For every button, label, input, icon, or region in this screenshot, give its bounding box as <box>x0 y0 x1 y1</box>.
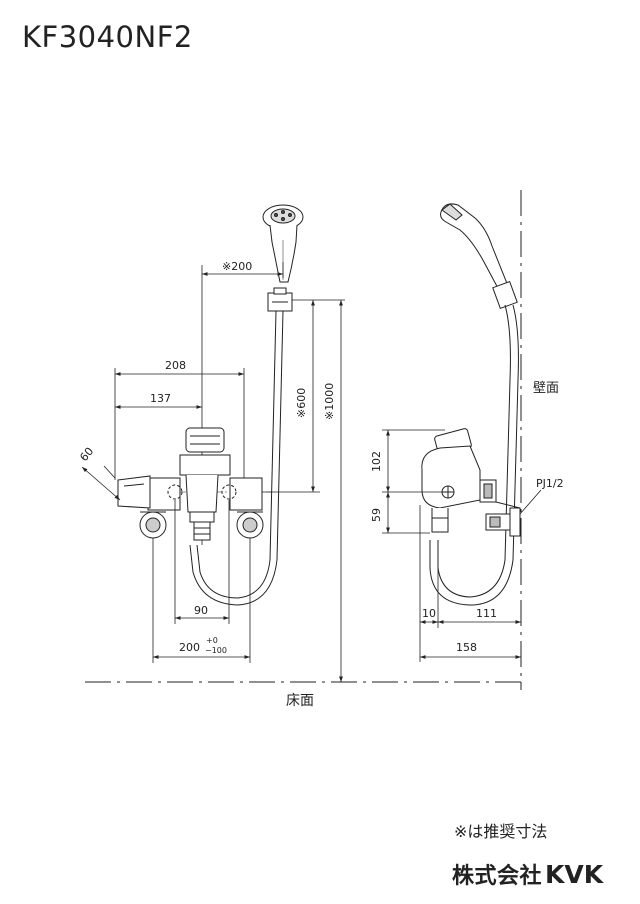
front-dimensions <box>81 262 345 682</box>
shower-hose-front <box>196 310 277 599</box>
dim-label-600: ※600 <box>295 388 308 418</box>
dim-label-1000: ※1000 <box>323 383 336 420</box>
side-dimensions <box>382 429 542 662</box>
dim-label-102: 102 <box>370 451 383 472</box>
pipe-label: PJ1/2 <box>536 477 564 490</box>
model-number: KF3040NF2 <box>22 20 193 54</box>
dim-label-200-recommended: ※200 <box>222 260 252 273</box>
dim-label-60: 60 <box>77 445 96 464</box>
dim-label-10: 10 <box>422 607 436 620</box>
dim-tolerance-plus: +0 <box>206 636 218 645</box>
shower-hose-side <box>437 304 511 598</box>
union-nut-right <box>236 511 264 539</box>
recommended-dimension-note: ※は推奨寸法 <box>454 822 548 841</box>
front-view <box>117 204 304 606</box>
maker-company: 株式会社 <box>452 864 543 889</box>
mixer-body-side <box>421 428 521 537</box>
union-nut-left <box>139 511 167 539</box>
floor-label: 床面 <box>286 693 314 709</box>
dim-label-111: 111 <box>476 607 497 620</box>
dim-label-208: 208 <box>165 359 186 372</box>
dim-label-137: 137 <box>150 392 171 405</box>
dim-tolerance-minus: −100 <box>205 646 227 655</box>
dim-label-59: 59 <box>370 508 383 522</box>
dim-label-158: 158 <box>456 641 477 654</box>
shower-head-side <box>440 203 518 310</box>
mixer-body-front <box>117 427 263 541</box>
shower-head-front <box>262 204 304 283</box>
side-view <box>421 203 521 606</box>
dim-label-90: 90 <box>194 604 208 617</box>
maker-brand: KVK <box>545 860 604 889</box>
wall-label: 壁面 <box>533 381 559 396</box>
dim-label-200: 200 <box>179 641 200 654</box>
